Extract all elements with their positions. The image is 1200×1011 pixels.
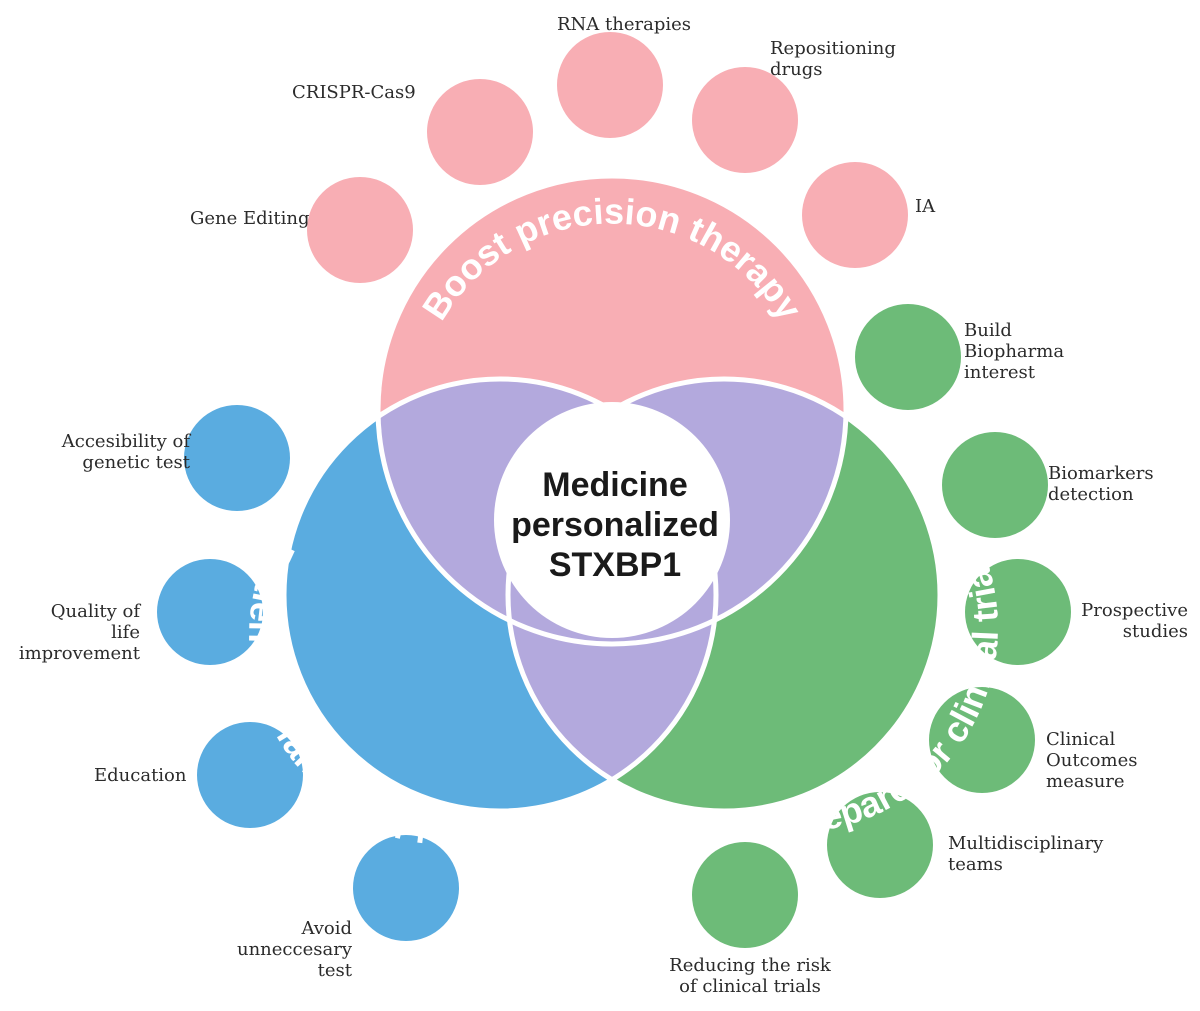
label-rna: RNA therapies <box>557 14 692 35</box>
label-education: Education <box>94 765 187 786</box>
satellite-reducing <box>692 842 798 948</box>
label-crispr: CRISPR-Cas9 <box>292 82 416 103</box>
label-accessibility: Accesibility of genetic test <box>61 431 190 473</box>
center-line-2: personalized <box>511 506 719 544</box>
satellite-gene-editing <box>307 177 413 283</box>
satellite-biomarkers <box>942 432 1048 538</box>
satellite-prospective <box>965 559 1071 665</box>
precision-outline <box>375 173 849 647</box>
label-gene-editing: Gene Editing <box>190 208 310 229</box>
satellite-avoid <box>353 835 459 941</box>
support-satellites <box>157 405 459 941</box>
label-repositioning: Repositioning drugs <box>770 38 896 80</box>
label-biopharma: Build Biopharma interest <box>964 320 1065 383</box>
support-outline <box>281 376 719 814</box>
satellite-outcomes <box>929 687 1035 793</box>
center-line-3: STXBP1 <box>548 546 682 584</box>
satellite-rna <box>557 32 663 138</box>
satellite-ia <box>802 162 908 268</box>
label-ia: IA <box>915 196 936 217</box>
satellite-biopharma <box>855 304 961 410</box>
satellite-multidisciplinary <box>827 792 933 898</box>
trials-satellites <box>692 304 1071 948</box>
center-line-1: Medicine <box>542 466 688 504</box>
label-avoid: Avoid unneccesary test <box>237 918 352 981</box>
label-multidisciplinary: Multidisciplinary teams <box>948 833 1104 875</box>
center-title: Medicine personalized STXBP1 <box>490 465 740 585</box>
satellite-quality <box>157 559 263 665</box>
precision-satellites <box>307 32 908 283</box>
trials-outline <box>505 376 943 814</box>
satellite-repositioning <box>692 67 798 173</box>
center-circle <box>494 402 730 638</box>
label-prospective: Prospective studies <box>1081 600 1188 642</box>
satellite-crispr <box>427 79 533 185</box>
label-reducing: Reducing the risk of clinical trials <box>669 955 831 997</box>
satellite-education <box>197 722 303 828</box>
label-quality: Quality of life improvement <box>18 601 140 664</box>
label-outcomes: Clinical Outcomes measure <box>1046 729 1138 792</box>
label-biomarkers: Biomarkers detection <box>1048 463 1154 505</box>
satellite-accessibility <box>184 405 290 511</box>
